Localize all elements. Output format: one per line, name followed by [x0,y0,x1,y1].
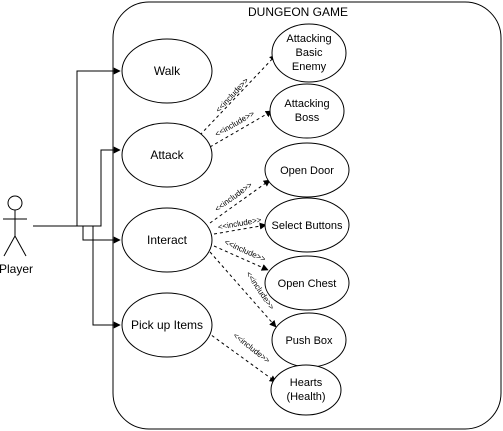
use-case-label: Walk [154,64,181,78]
use-case-label: Basic [296,47,323,59]
use-case-label: Select Buttons [272,220,343,232]
actor-label: Player [0,262,33,276]
use-case-label: Attacking [284,98,329,110]
use-case-push-box[interactable]: Push Box [271,312,347,368]
use-case-attacking-basic-enemy[interactable]: Attacking Basic Enemy [271,23,347,83]
stick-figure-icon [3,195,27,257]
use-case-label: Open Door [280,165,334,177]
association-walk [33,67,121,227]
use-case-label: Open Chest [278,278,337,290]
use-case-hearts-health[interactable]: Hearts (Health) [270,364,342,416]
association-interact [33,225,121,244]
use-case-label: Attack [150,148,184,162]
use-case-label: Boss [295,112,320,124]
use-case-label: Hearts [290,377,323,389]
actor-player: Player [0,195,33,276]
association-connectors [33,67,121,329]
use-case-open-chest[interactable]: Open Chest [264,255,350,311]
use-case-select-buttons[interactable]: Select Buttons [264,197,350,253]
use-case-label: (Health) [286,391,325,403]
use-case-attacking-boss[interactable]: Attacking Boss [269,83,345,139]
use-case-label: Interact [147,233,188,247]
use-case-attack[interactable]: Attack [121,122,213,188]
use-case-pickup[interactable]: Pick up Items [121,292,213,358]
use-case-label: Enemy [292,61,327,73]
use-case-interact[interactable]: Interact [121,207,213,273]
system-title: DUNGEON GAME [248,5,348,19]
use-case-label: Attacking [286,33,331,45]
use-case-open-door[interactable]: Open Door [264,142,350,198]
use-case-label: Pick up Items [131,318,203,332]
use-case-label: Push Box [285,335,333,347]
association-pickup [33,225,121,329]
use-case-walk[interactable]: Walk [121,38,213,104]
